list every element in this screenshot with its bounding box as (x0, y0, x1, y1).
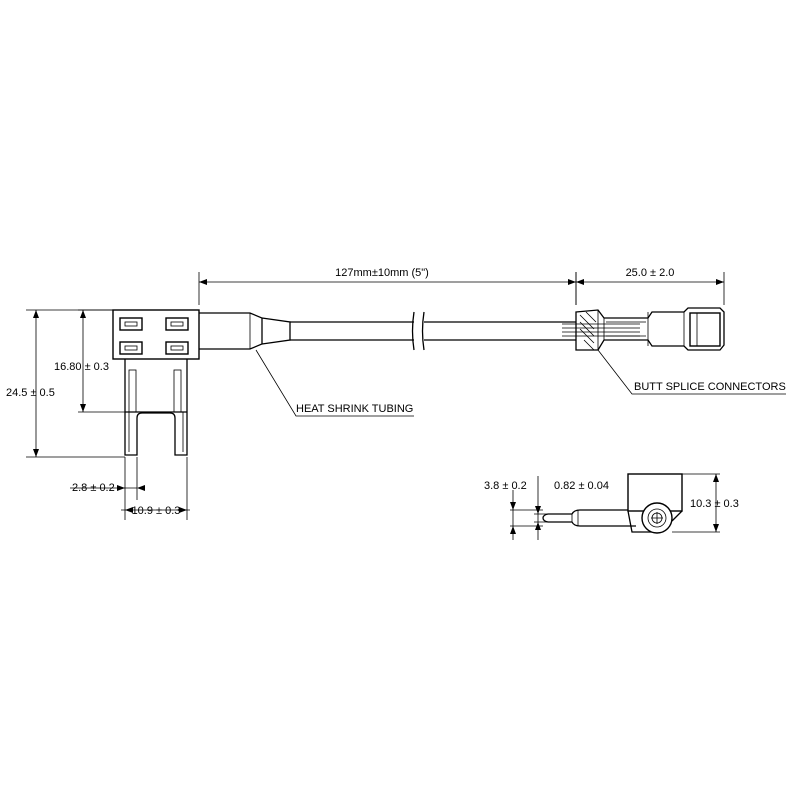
blade-housing (124, 359, 188, 413)
wire-left (290, 321, 414, 341)
blade-tips (124, 412, 188, 456)
butt-splice-label: BUTT SPLICE CONNECTORS (634, 381, 786, 393)
blade-width-label: 2.8 ± 0.2 (72, 482, 115, 494)
butt-splice-connector (562, 307, 725, 351)
wire-right (424, 321, 576, 341)
height-total-label: 24.5 ± 0.5 (6, 387, 55, 399)
fuse-tap-side-view (542, 473, 683, 534)
heat-shrink-label: HEAT SHRINK TUBING (296, 403, 413, 415)
side-blade-height-label: 3.8 ± 0.2 (484, 480, 527, 492)
side-blade-thickness-label: 0.82 ± 0.04 (554, 480, 609, 492)
cable-length-label: 127mm±10mm (5") (335, 267, 429, 279)
heat-shrink-and-wire (199, 311, 576, 351)
height-body-label: 16.80 ± 0.3 (54, 361, 109, 373)
heat-shrink-sleeve (199, 312, 263, 350)
dimension-lines (26, 272, 725, 540)
fuse-tap-front-view (112, 309, 200, 456)
overall-width-label: 10.9 ± 0.3 (132, 505, 181, 517)
side-blade (542, 509, 636, 527)
inner-blade-right (173, 369, 182, 413)
connector-length-label: 25.0 ± 2.0 (626, 267, 675, 279)
inner-blade-left (128, 369, 137, 413)
side-height-label: 10.3 ± 0.3 (690, 498, 739, 510)
dimension-labels: 127mm±10mm (5") 25.0 ± 2.0 HEAT SHRINK T… (6, 267, 786, 517)
fuse-slots (119, 317, 189, 355)
wire-break (411, 311, 425, 351)
leader-lines (255, 349, 786, 417)
